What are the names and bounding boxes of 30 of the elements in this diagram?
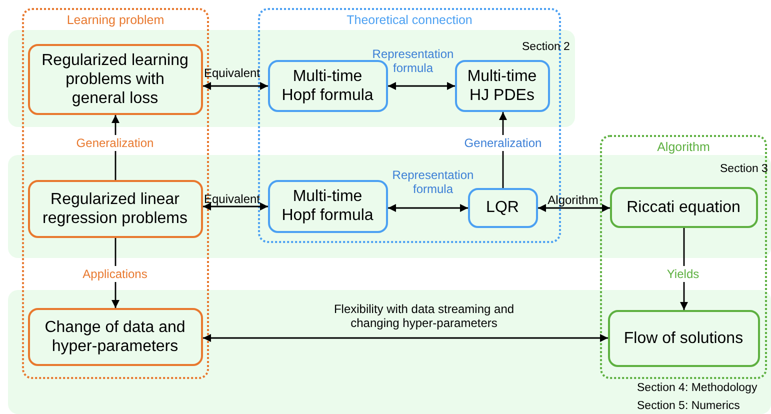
section-label: Section 3 (720, 162, 768, 176)
group-title: Theoretical connection (346, 13, 472, 27)
process-box: Flow of solutions (608, 310, 760, 366)
arrow (203, 202, 268, 210)
edge-label: Generalization (74, 135, 156, 151)
process-box: Change of data and hyper-parameters (28, 308, 202, 366)
edge-label: Generalization (462, 135, 544, 151)
process-box: Riccati equation (610, 186, 758, 228)
group-title: Learning problem (66, 13, 164, 27)
process-box: LQR (468, 188, 538, 228)
process-box: Multi-time HJ PDEs (454, 60, 550, 112)
arrow (388, 82, 455, 90)
edge-label: Equivalent (204, 66, 260, 80)
arrow (388, 204, 468, 212)
edge-label: Flexibility with data streaming and changing hyper-parameters (332, 302, 516, 330)
edge-label: Equivalent (204, 192, 260, 206)
edge-label: Applications (80, 266, 150, 282)
section-label: Section 5: Numerics (637, 399, 740, 413)
arrow (538, 204, 610, 212)
process-box: Regularized learning problems with general loss (28, 44, 202, 114)
process-box: Multi-time Hopf formula (268, 60, 388, 112)
process-box: Regularized linear regression problems (28, 180, 202, 238)
edge-label: Algorithm (548, 193, 598, 207)
edge-label: Yields (664, 266, 702, 282)
arrow (203, 82, 268, 90)
process-box: Multi-time Hopf formula (268, 180, 388, 232)
group-title: Algorithm (657, 140, 710, 154)
arrow (203, 334, 608, 342)
section-label: Section 4: Methodology (637, 381, 758, 395)
section-label: Section 2 (522, 40, 570, 54)
